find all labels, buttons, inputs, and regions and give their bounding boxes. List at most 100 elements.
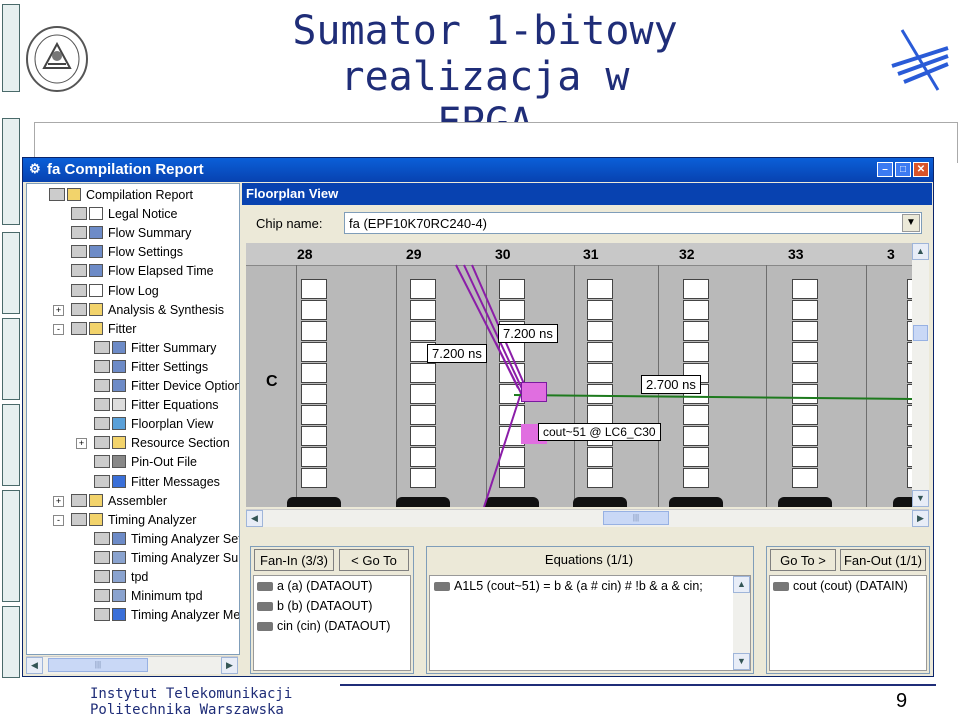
- expand-icon[interactable]: +: [53, 495, 64, 507]
- logic-cell[interactable]: [499, 363, 525, 383]
- scroll-thumb[interactable]: |||: [48, 658, 148, 672]
- logic-cell[interactable]: [410, 405, 436, 425]
- logic-cell[interactable]: [683, 300, 709, 320]
- logic-cell[interactable]: [907, 426, 912, 446]
- logic-cell[interactable]: [792, 447, 818, 467]
- logic-cell[interactable]: [907, 468, 912, 488]
- logic-cell[interactable]: [907, 342, 912, 362]
- fan-out-list[interactable]: cout (cout) (DATAIN): [769, 575, 927, 671]
- tree-item[interactable]: Legal Notice: [27, 206, 239, 225]
- window-titlebar[interactable]: ⚙ fa Compilation Report – □ ✕: [23, 158, 933, 182]
- collapse-icon[interactable]: -: [53, 323, 64, 335]
- logic-cell[interactable]: [410, 447, 436, 467]
- tree-item[interactable]: Fitter Messages: [27, 474, 239, 493]
- fan-in-goto-button[interactable]: < Go To: [339, 549, 409, 571]
- scroll-thumb[interactable]: |||: [603, 511, 669, 525]
- logic-cell[interactable]: [792, 300, 818, 320]
- tree-item[interactable]: Pin-Out File: [27, 454, 239, 473]
- close-button[interactable]: ✕: [913, 162, 929, 177]
- logic-cell[interactable]: [907, 447, 912, 467]
- logic-cell[interactable]: [683, 342, 709, 362]
- collapse-icon[interactable]: -: [53, 514, 64, 526]
- logic-cell[interactable]: [301, 468, 327, 488]
- logic-cell[interactable]: [587, 342, 613, 362]
- equations-scrollbar[interactable]: ▲ ▼: [733, 576, 750, 670]
- tree-item[interactable]: Compilation Report: [27, 187, 239, 206]
- logic-cell[interactable]: [301, 384, 327, 404]
- logic-cell[interactable]: [499, 468, 525, 488]
- scroll-down-icon[interactable]: ▼: [912, 490, 929, 507]
- tree-horizontal-scrollbar[interactable]: ◀ ||| ▶: [26, 656, 238, 674]
- logic-cell[interactable]: [301, 363, 327, 383]
- tree-item[interactable]: +Assembler: [27, 493, 239, 512]
- logic-cell[interactable]: [587, 363, 613, 383]
- tree-item[interactable]: Flow Log: [27, 283, 239, 302]
- logic-cell[interactable]: [587, 384, 613, 404]
- tree-item[interactable]: Timing Analyzer Setti: [27, 531, 239, 550]
- tree-item[interactable]: Minimum tpd: [27, 588, 239, 607]
- logic-cell[interactable]: [907, 363, 912, 383]
- tree-item[interactable]: +Analysis & Synthesis: [27, 302, 239, 321]
- tree-item[interactable]: -Fitter: [27, 321, 239, 340]
- logic-cell[interactable]: [792, 468, 818, 488]
- equations-list[interactable]: A1L5 (cout~51) = b & (a # cin) # !b & a …: [429, 575, 751, 671]
- scroll-left-icon[interactable]: ◀: [26, 657, 43, 674]
- logic-cell[interactable]: [792, 279, 818, 299]
- logic-cell[interactable]: [301, 279, 327, 299]
- equation-row[interactable]: A1L5 (cout~51) = b & (a # cin) # !b & a …: [434, 579, 703, 593]
- tree-item[interactable]: Fitter Device Options: [27, 378, 239, 397]
- floorplan-horizontal-scrollbar[interactable]: ◀ ||| ▶: [246, 509, 929, 527]
- selected-logic-cell[interactable]: [521, 382, 547, 402]
- expand-icon[interactable]: +: [53, 304, 64, 316]
- logic-cell[interactable]: [410, 363, 436, 383]
- tree-item[interactable]: Timing Analyzer Mess: [27, 607, 239, 626]
- logic-cell[interactable]: [792, 363, 818, 383]
- scroll-up-icon[interactable]: ▲: [733, 576, 750, 593]
- logic-cell[interactable]: [410, 321, 436, 341]
- tree-item[interactable]: -Timing Analyzer: [27, 512, 239, 531]
- tree-item[interactable]: Flow Settings: [27, 244, 239, 263]
- logic-cell[interactable]: [792, 321, 818, 341]
- floorplan-vertical-scrollbar[interactable]: ▲ ▼: [912, 243, 929, 507]
- logic-cell[interactable]: [301, 405, 327, 425]
- logic-cell[interactable]: [587, 321, 613, 341]
- logic-cell[interactable]: [792, 405, 818, 425]
- scroll-right-icon[interactable]: ▶: [221, 657, 238, 674]
- chevron-down-icon[interactable]: ▼: [902, 214, 920, 232]
- fan-in-list[interactable]: a (a) (DATAOUT)b (b) (DATAOUT)cin (cin) …: [253, 575, 411, 671]
- logic-cell[interactable]: [587, 447, 613, 467]
- tree-item[interactable]: +Resource Section: [27, 435, 239, 454]
- logic-cell[interactable]: [301, 426, 327, 446]
- tree-item[interactable]: Fitter Summary: [27, 340, 239, 359]
- tree-item[interactable]: Fitter Equations: [27, 397, 239, 416]
- logic-cell[interactable]: [683, 426, 709, 446]
- scroll-left-icon[interactable]: ◀: [246, 510, 263, 527]
- list-item[interactable]: cout (cout) (DATAIN): [773, 579, 908, 593]
- logic-cell[interactable]: [907, 321, 912, 341]
- logic-cell[interactable]: [410, 468, 436, 488]
- logic-cell[interactable]: [499, 300, 525, 320]
- logic-cell[interactable]: [683, 405, 709, 425]
- tree-item[interactable]: Flow Summary: [27, 225, 239, 244]
- logic-cell[interactable]: [301, 300, 327, 320]
- logic-cell[interactable]: [907, 405, 912, 425]
- logic-cell[interactable]: [683, 468, 709, 488]
- chip-name-select[interactable]: fa (EPF10K70RC240-4) ▼: [344, 212, 922, 234]
- logic-cell[interactable]: [410, 426, 436, 446]
- logic-cell[interactable]: [792, 384, 818, 404]
- tree-item[interactable]: tpd: [27, 569, 239, 588]
- list-item[interactable]: a (a) (DATAOUT): [257, 579, 372, 593]
- scroll-thumb[interactable]: [913, 325, 928, 341]
- logic-cell[interactable]: [792, 426, 818, 446]
- logic-cell[interactable]: [907, 279, 912, 299]
- expand-icon[interactable]: +: [76, 438, 87, 450]
- list-item[interactable]: b (b) (DATAOUT): [257, 599, 372, 613]
- logic-cell[interactable]: [410, 300, 436, 320]
- logic-cell[interactable]: [907, 300, 912, 320]
- logic-cell[interactable]: [683, 279, 709, 299]
- scroll-right-icon[interactable]: ▶: [912, 510, 929, 527]
- logic-cell[interactable]: [499, 279, 525, 299]
- logic-cell[interactable]: [907, 384, 912, 404]
